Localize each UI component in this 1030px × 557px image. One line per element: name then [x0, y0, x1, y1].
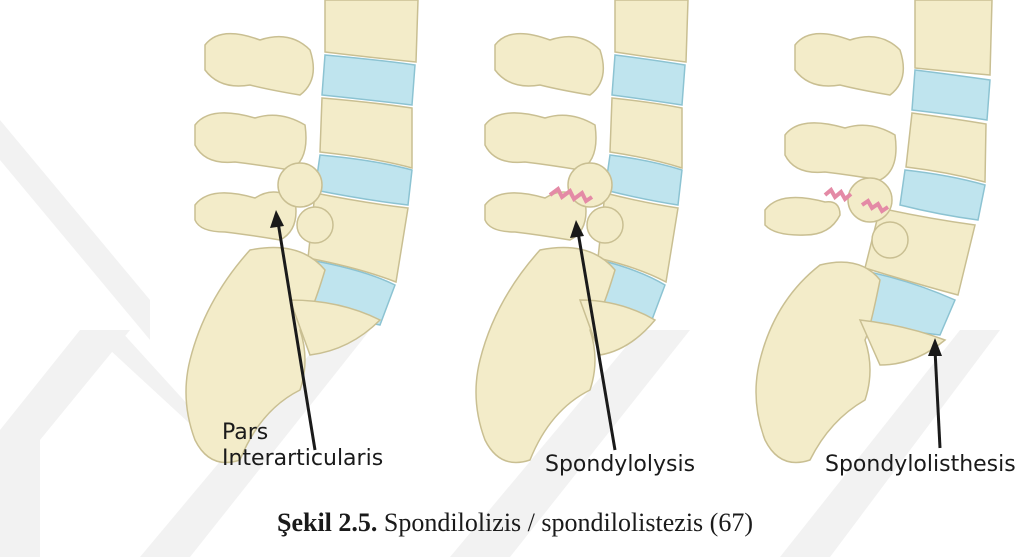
figure-caption-text: Spondilolizis / spondilolistezis (67)	[377, 508, 753, 537]
fracture-mark-left	[825, 190, 851, 199]
lumbar-spine-slip-illustration	[730, 0, 1030, 480]
panel-spondylolysis: Spondylolysis	[440, 0, 740, 480]
figure-caption: Şekil 2.5. Spondilolizis / spondiloliste…	[0, 508, 1030, 538]
label-pars-interarticularis: Pars Interarticularis	[222, 420, 383, 472]
lumbar-spine-illustration	[150, 0, 480, 480]
panel-normal-spine: Pars Interarticularis	[150, 0, 480, 480]
panel-spondylolisthesis: Spondylolisthesis	[730, 0, 1030, 480]
lumbar-spine-fracture-illustration	[440, 0, 740, 480]
label-spondylolysis: Spondylolysis	[545, 452, 695, 478]
figure-number: Şekil 2.5.	[277, 508, 377, 537]
label-spondylolisthesis: Spondylolisthesis	[825, 452, 1016, 478]
pointer-arrow-line	[935, 350, 940, 448]
